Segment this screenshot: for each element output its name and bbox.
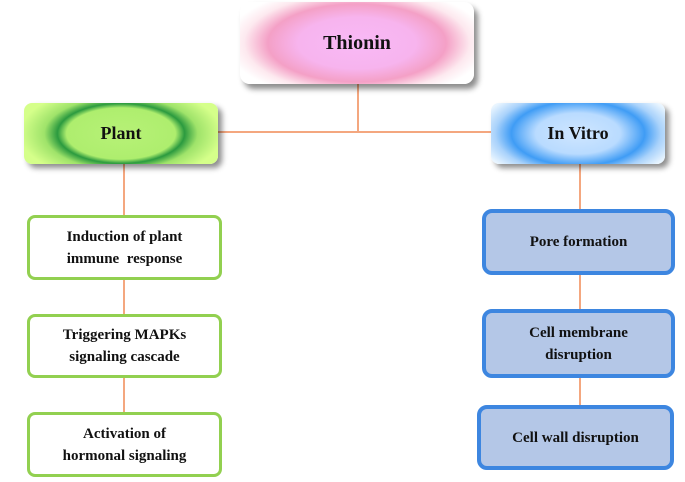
plant-effect-mapk-cascade: Triggering MAPKs signaling cascade	[27, 314, 222, 378]
node-label-line: Pore formation	[529, 234, 628, 250]
node-label-line: immune response	[66, 250, 183, 267]
node-label-line: signaling cascade	[69, 349, 180, 365]
node-label-line: Activation of	[83, 425, 166, 442]
vitro-effect-pore-formation: Pore formation	[482, 209, 675, 275]
branch-node-plant: Plant	[24, 103, 218, 164]
vitro-effect-wall-disruption: Cell wall disruption	[477, 405, 674, 470]
branch-node-label: In Vitro	[547, 123, 609, 143]
plant-effect-immune-response: Induction of plant immune response	[27, 215, 222, 280]
vitro-effect-membrane-disruption: Cell membrane disruption	[482, 309, 675, 378]
node-label-line: Triggering MAPKs	[62, 327, 187, 343]
node-label-line: Induction of plant	[66, 228, 183, 245]
plant-effect-hormonal-signaling: Activation of hormonal signaling	[27, 412, 222, 477]
node-label-line: Cell membrane	[529, 324, 628, 341]
branch-node-label: Plant	[100, 123, 142, 143]
root-node-label: Thionin	[323, 31, 391, 54]
node-label-line: Cell wall disruption	[512, 429, 639, 446]
node-label-line: hormonal signaling	[62, 447, 187, 464]
node-label-line: disruption	[545, 346, 612, 363]
branch-node-in-vitro: In Vitro	[491, 103, 665, 164]
root-node-thionin: Thionin	[240, 2, 474, 84]
